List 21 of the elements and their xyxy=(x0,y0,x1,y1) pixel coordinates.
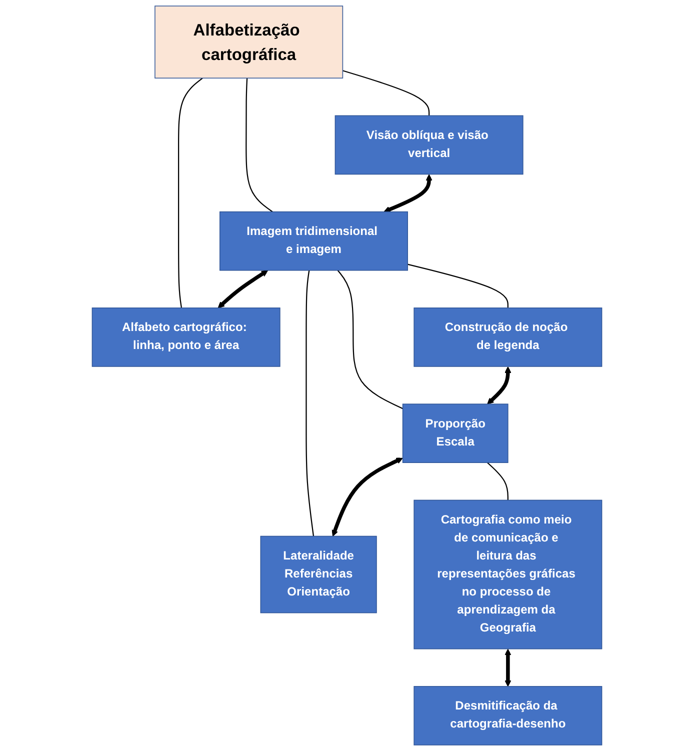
connector xyxy=(306,270,314,536)
node-box: Lateralidade Referências Orientação xyxy=(260,536,377,614)
node-box: Alfabetização cartográfica xyxy=(154,6,344,78)
node-box: Imagem tridimensional e imagem xyxy=(220,211,408,271)
node-box: Proporção Escala xyxy=(402,404,508,463)
arrow xyxy=(218,270,268,308)
arrow xyxy=(384,174,432,213)
arrow xyxy=(487,366,512,404)
node-box: Cartografia como meio de comunicação e leitura das representações gráficas no processo de aprendizagem da Geografia xyxy=(414,500,602,650)
node-box: Construção de noção de legenda xyxy=(414,308,602,367)
node-box: Alfabeto cartográfico: linha, ponto e área xyxy=(92,308,280,367)
arrow xyxy=(504,648,512,687)
node-box: Visão oblíqua e visão vertical xyxy=(334,115,524,175)
node-box: Desmitificação da cartografia-desenho xyxy=(414,686,602,746)
connector xyxy=(487,462,508,500)
arrow xyxy=(332,458,403,537)
connector xyxy=(246,78,273,212)
connector xyxy=(178,78,203,308)
connector xyxy=(407,264,508,308)
connector xyxy=(342,70,430,116)
connector xyxy=(337,270,404,410)
